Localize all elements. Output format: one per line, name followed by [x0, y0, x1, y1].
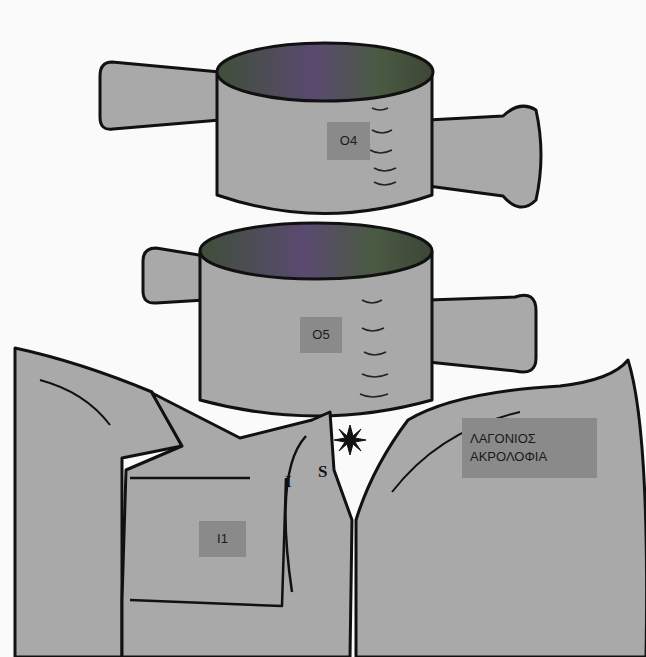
transverse-process [100, 62, 220, 129]
label-box: Ο4 [327, 122, 370, 160]
transverse-process [428, 295, 536, 372]
vertebra-label: Ο5 [306, 326, 336, 344]
transverse-process [143, 248, 205, 303]
right-ilium [356, 360, 646, 657]
vertebra-label: ΛΑΓΟΝΙΟΣ ΑΚΡΟΛΟΦΙΑ [470, 430, 560, 465]
vertebra-label: Ι1 [205, 530, 240, 548]
joint-letter: I [285, 473, 292, 490]
label-box: Ο5 [300, 317, 342, 353]
joint-contour [286, 436, 306, 592]
vertebra-label: Ο4 [333, 132, 364, 150]
vertebral-endplate [200, 223, 432, 279]
sacrum [122, 393, 352, 657]
joint-letter: S [318, 463, 327, 480]
label-box: Ι1 [199, 521, 246, 557]
vertebral-endplate [217, 43, 433, 101]
pain-star [334, 425, 366, 455]
ilium-contour [40, 380, 110, 425]
transverse-process [428, 106, 541, 207]
label-box: ΛΑΓΟΝΙΟΣ ΑΚΡΟΛΟΦΙΑ [462, 418, 597, 478]
sacrum-contour [130, 478, 286, 606]
